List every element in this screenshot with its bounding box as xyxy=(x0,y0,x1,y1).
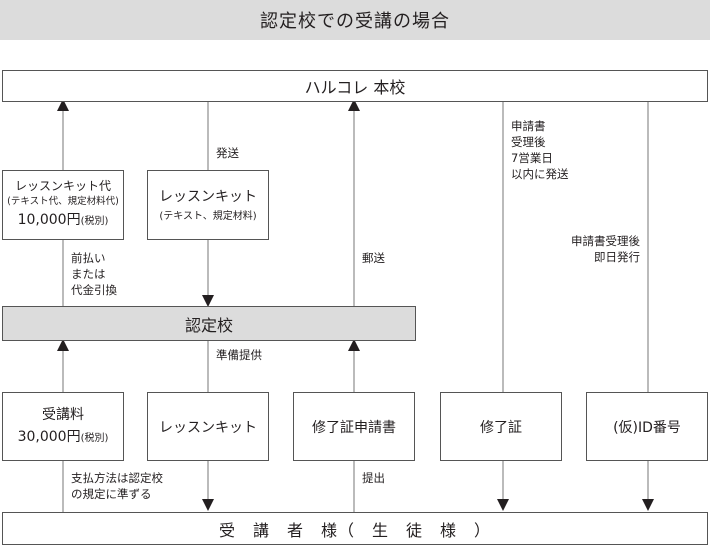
label-id-line2: 即日発行 xyxy=(594,250,640,264)
kit-fee-sub: (テキスト代、規定材料代) xyxy=(7,196,119,207)
label-cert-line3: 7営業日 xyxy=(511,151,553,165)
label-payment-line2: または xyxy=(71,267,106,281)
label-id-line1: 申請書受理後 xyxy=(571,234,640,248)
label-submit: 提出 xyxy=(362,471,385,485)
label-cert-line4: 以内に発送 xyxy=(511,167,569,181)
page-title: 認定校での受講の場合 xyxy=(0,0,710,40)
application-label: 修了証申請書 xyxy=(312,419,396,436)
application-box: 修了証申請書 xyxy=(293,392,415,461)
label-pay-method-line2: の規定に準ずる xyxy=(71,487,152,501)
kit-box-bottom: レッスンキット xyxy=(147,392,269,461)
kit-box-top: レッスンキット (テキスト、規定材料) xyxy=(147,170,269,240)
tuition-box: 受講料 30,000円(税別) xyxy=(2,392,124,461)
school-box: 認定校 xyxy=(2,306,416,341)
label-payment-method: 支払方法は認定校 の規定に準ずる xyxy=(71,470,163,502)
label-payment-line3: 代金引換 xyxy=(71,283,117,297)
id-number-box: (仮)ID番号 xyxy=(586,392,708,461)
label-prepare: 準備提供 xyxy=(216,348,262,362)
student-label: 受 講 者 様（ 生 徒 様 ） xyxy=(218,520,491,540)
label-mail: 郵送 xyxy=(362,251,385,265)
label-pay-method-line1: 支払方法は認定校 xyxy=(71,471,163,485)
headquarters-box: ハルコレ 本校 xyxy=(2,70,708,102)
student-box: 受 講 者 様（ 生 徒 様 ） xyxy=(2,512,708,545)
label-certificate-shipping: 申請書 受理後 7営業日 以内に発送 xyxy=(511,118,569,182)
certificate-label: 修了証 xyxy=(480,419,522,436)
certificate-box: 修了証 xyxy=(440,392,562,461)
tuition-title: 受講料 xyxy=(42,406,84,423)
label-payment-line1: 前払い xyxy=(71,251,106,265)
school-label: 認定校 xyxy=(184,315,233,335)
label-shipping: 発送 xyxy=(216,146,239,160)
label-payment: 前払い または 代金引換 xyxy=(71,250,117,298)
label-cert-line2: 受理後 xyxy=(511,135,546,149)
kit-bottom-label: レッスンキット xyxy=(159,419,257,436)
kit-top-sub: (テキスト、規定材料) xyxy=(159,211,257,222)
kit-fee-price: 10,000円 xyxy=(17,212,81,228)
label-id-issue: 申請書受理後 即日発行 xyxy=(558,233,640,265)
kit-fee-box: レッスンキット代 (テキスト代、規定材料代) 10,000円(税別) xyxy=(2,170,124,240)
kit-fee-tax: (税別) xyxy=(80,216,109,227)
id-number-label: (仮)ID番号 xyxy=(613,419,681,436)
headquarters-label: ハルコレ 本校 xyxy=(304,78,406,97)
tuition-tax: (税別) xyxy=(80,432,109,444)
label-cert-line1: 申請書 xyxy=(511,119,546,133)
kit-fee-title: レッスンキット代 xyxy=(14,179,111,193)
kit-top-title: レッスンキット xyxy=(159,189,257,205)
tuition-price: 30,000円 xyxy=(17,428,81,445)
